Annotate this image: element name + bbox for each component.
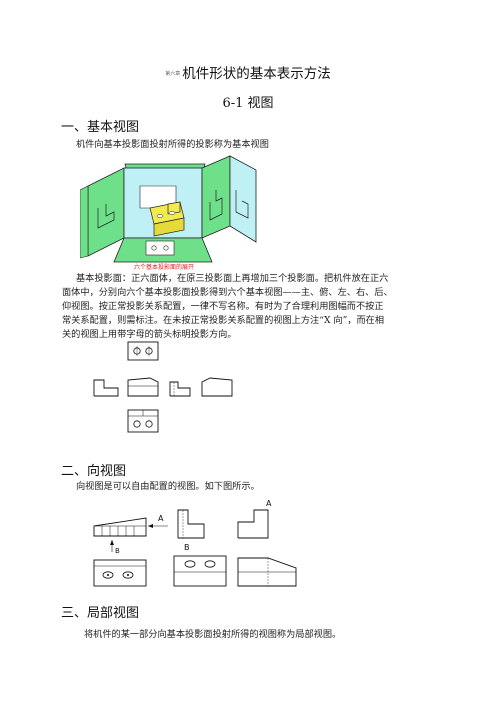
paragraph-line: 面体中，分别向六个基本投影面投影得到六个基本视图——主、俯、左、右、后、 (62, 287, 393, 298)
heading-partial-views: 三、局部视图 (61, 606, 140, 621)
six-views-figure (93, 341, 233, 433)
chapter-tag: 第六章 (165, 71, 181, 77)
arrow-label-b: B (115, 547, 120, 555)
page-title: 机件形状的基本表示方法 (182, 66, 331, 82)
view-label-b: B (184, 543, 190, 552)
heading-basic-views: 一、基本视图 (61, 120, 140, 135)
title-row: 第六章机件形状的基本表示方法 (0, 62, 496, 82)
view-label-a: A (266, 499, 272, 508)
partial-views-intro: 将机件的某一部分向基本投影面投射所得的视图称为局部视图。 (84, 629, 342, 640)
paragraph-line: 仰视图。按正常投影关系配置，一律不写名称。有时为了合理利用图幅而不按正 (62, 301, 384, 312)
arrow-label-a: A (158, 514, 164, 523)
paragraph-line: 常关系配置，则需标注。在未按正常投影关系配置的视图上方注“X 向”，而在相 (62, 315, 385, 326)
basic-views-intro: 机件向基本投影面投射所得的投影称为基本视图 (76, 139, 269, 150)
direction-views-intro: 向视图是可以自由配置的视图。如下图所示。 (76, 481, 260, 492)
paragraph-line: 基本投影面：正六面体，在原三投影面上再增加三个投影面。把机件放在正六 (76, 273, 389, 284)
paragraph-line: 关的视图上用带字母的箭头标明投影方向。 (62, 329, 237, 340)
basic-views-paragraph: 基本投影面：正六面体，在原三投影面上再增加三个投影面。把机件放在正六 面体中，分… (62, 272, 438, 342)
six-planes-caption: 六个基本投影面的展开 (134, 264, 195, 271)
six-planes-figure (80, 155, 257, 263)
section-subtitle: 6-1 视图 (222, 96, 274, 111)
heading-direction-views: 二、向视图 (61, 464, 127, 479)
direction-views-figure: A B A B (93, 499, 297, 587)
